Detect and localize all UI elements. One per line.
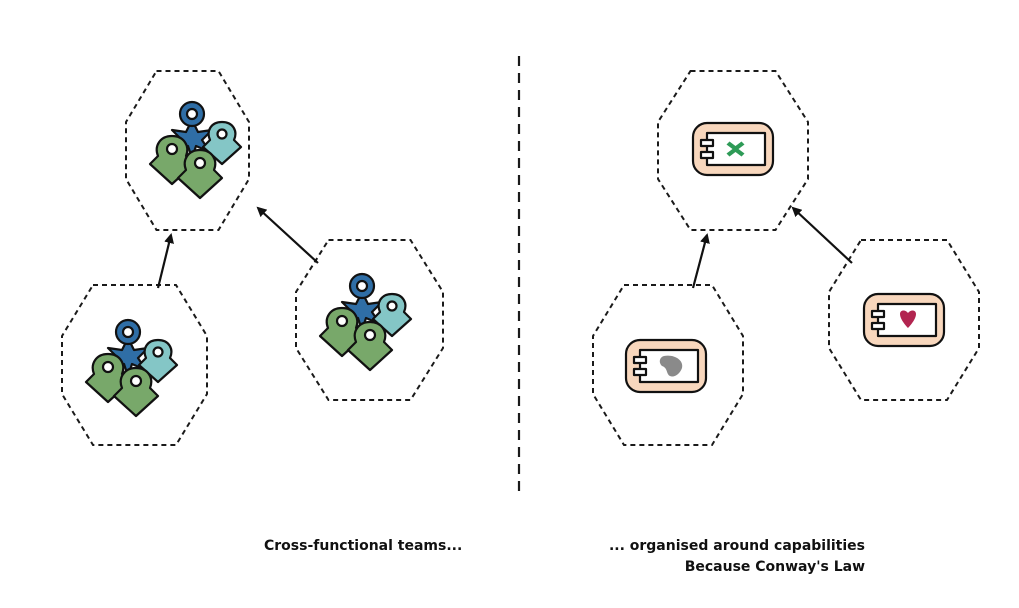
component-icon bbox=[624, 338, 708, 394]
capability-node-bottom-right bbox=[828, 239, 980, 401]
arrow-right-upper bbox=[791, 206, 853, 264]
team-node-bottom-left bbox=[61, 284, 208, 446]
component-icon bbox=[691, 121, 775, 177]
capability-node-top bbox=[657, 70, 809, 231]
caption-left: Cross-functional teams... bbox=[264, 538, 463, 554]
arrow-left-lower bbox=[156, 233, 174, 289]
caption-right-line1: ... organised around capabilities bbox=[608, 538, 865, 554]
heart-glyph-icon bbox=[900, 310, 916, 328]
blob-glyph-icon bbox=[659, 355, 683, 377]
cross-glyph-icon bbox=[726, 141, 745, 157]
capability-node-bottom-left bbox=[592, 284, 744, 446]
team-node-top bbox=[125, 70, 250, 231]
caption-right-line2: Because Conway's Law bbox=[684, 559, 865, 575]
arrow-right-lower bbox=[691, 233, 710, 289]
arrow-left-upper bbox=[256, 206, 319, 264]
team-node-bottom-right bbox=[295, 239, 444, 401]
component-icon bbox=[862, 292, 946, 348]
